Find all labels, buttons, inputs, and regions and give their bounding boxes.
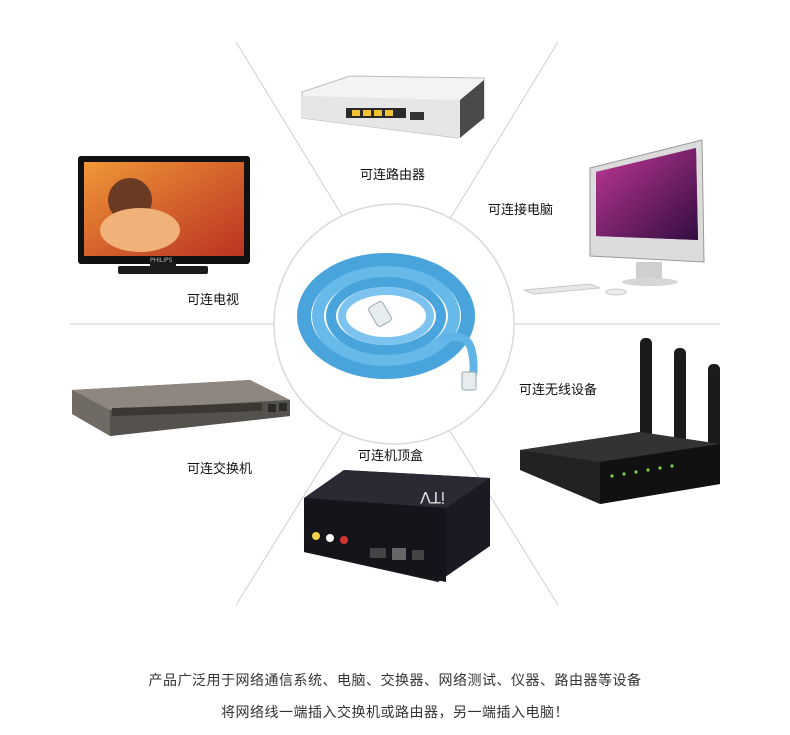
- set-top-box-device: [304, 470, 490, 582]
- label-computer: 可连接电脑: [488, 203, 554, 218]
- label-wireless: 可连无线设备: [519, 383, 598, 398]
- wireless-router-device: [520, 338, 720, 504]
- switch-device: [72, 380, 290, 436]
- label-switch: 可连交换机: [187, 462, 253, 477]
- flat-cable-coil: [297, 253, 478, 391]
- router-device: [301, 75, 485, 139]
- tv-brand-text: PHILIPS: [150, 257, 173, 264]
- stb-logo-text: iTV: [420, 488, 446, 507]
- caption-line-1: 产品广泛用于网络通信系统、电脑、交换器、网络测试、仪器、路由器等设备: [148, 673, 642, 689]
- computer-device: [523, 139, 705, 296]
- caption-line-2: 将网络线一端插入交换机或路由器，另一端插入电脑！: [221, 705, 569, 721]
- label-tv: 可连电视: [187, 293, 240, 308]
- label-set-top-box: 可连机顶盒: [358, 449, 424, 464]
- tv-device: [78, 156, 250, 274]
- spoke-lines: [70, 41, 720, 606]
- center-circle: [273, 203, 515, 445]
- label-router: 可连路由器: [360, 168, 426, 183]
